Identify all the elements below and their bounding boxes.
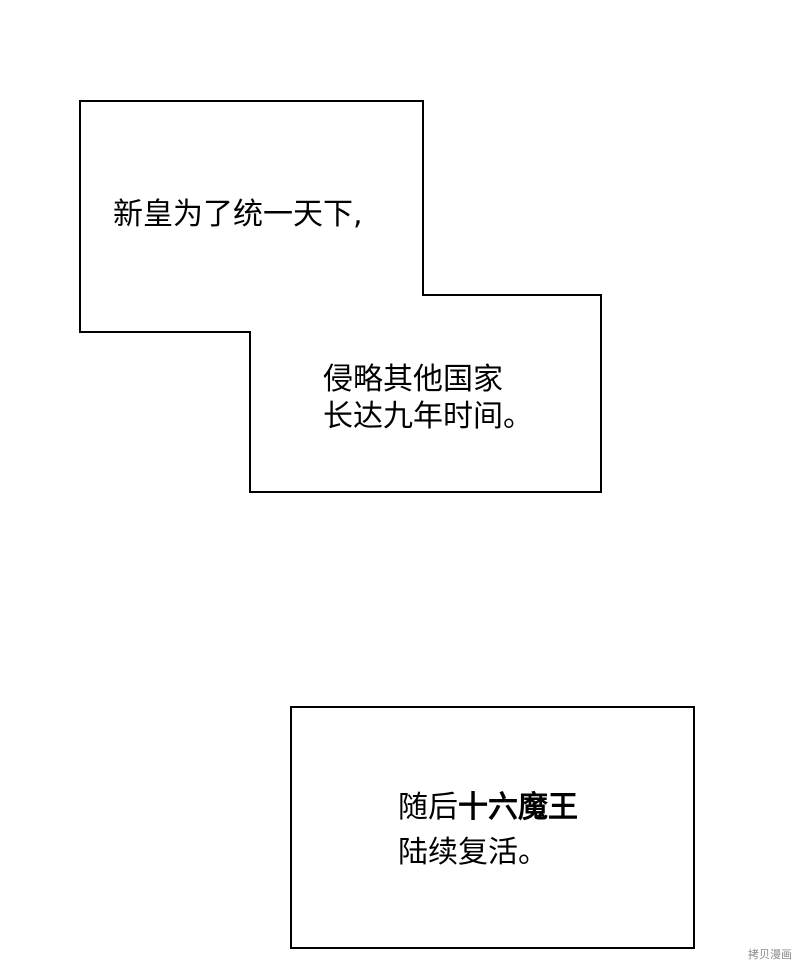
caption-2-line-1-normal: 随后 [398, 790, 458, 825]
caption-1-line-2: 侵略其他国家 [323, 362, 503, 397]
caption-box-2-outline [290, 706, 695, 949]
caption-2-line-2: 陆续复活。 [398, 835, 548, 870]
caption-2-line-1-emphasis: 十六魔王 [458, 790, 578, 825]
caption-1-line-1: 新皇为了统一天下, [113, 197, 363, 232]
caption-2-line-1: 随后十六魔王 [398, 790, 578, 826]
watermark-text: 拷贝漫画 [748, 948, 792, 961]
caption-1-line-3: 长达九年时间。 [323, 399, 533, 434]
